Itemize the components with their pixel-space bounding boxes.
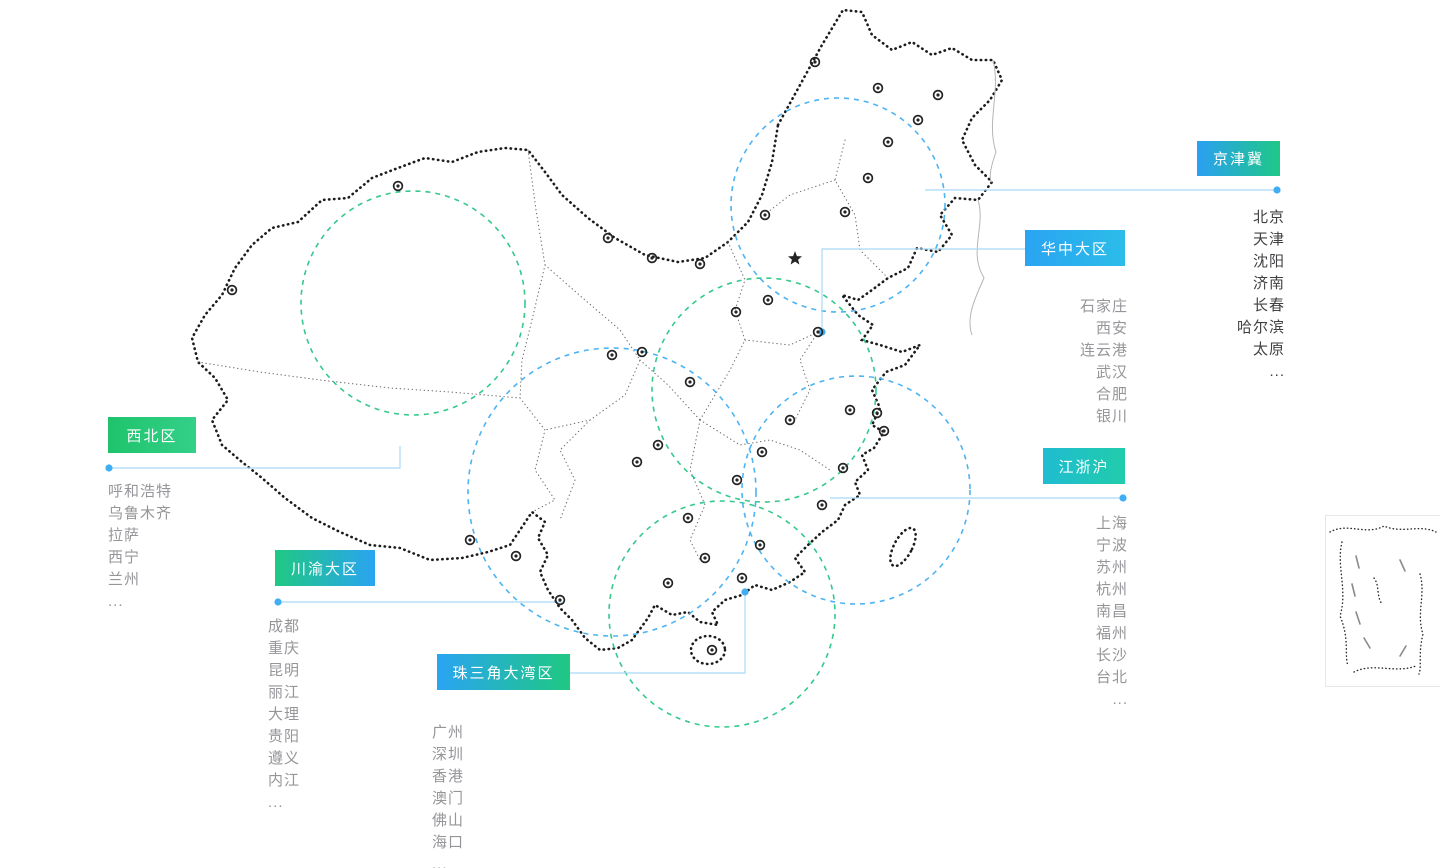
city-item: 上海 xyxy=(1095,515,1128,532)
city-item: 苏州 xyxy=(1095,559,1128,576)
city-item: 重庆 xyxy=(268,640,301,657)
city-item: 福州 xyxy=(1095,625,1128,642)
city-item: 北京 xyxy=(1252,209,1285,226)
city-item: 哈尔滨 xyxy=(1236,319,1285,336)
city-list-zhusanjiao: 广州深圳香港澳门佛山海口... xyxy=(432,722,464,868)
south-china-sea-inset xyxy=(1325,515,1440,687)
city-item: ... xyxy=(108,593,124,610)
city-item: 银川 xyxy=(1095,408,1128,425)
city-item: 拉萨 xyxy=(108,527,141,544)
city-item: 武汉 xyxy=(1095,364,1128,381)
city-item: 澳门 xyxy=(432,790,465,807)
city-item: 佛山 xyxy=(432,812,465,829)
region-label-huazhong: 华中大区 xyxy=(1025,230,1125,266)
region-label-jingjinji: 京津冀 xyxy=(1197,141,1280,176)
region-circles xyxy=(300,97,971,728)
city-item: ... xyxy=(1269,363,1285,380)
city-item: 石家庄 xyxy=(1079,298,1128,315)
circle-chuanyu xyxy=(467,347,757,637)
circle-jiangzhehu xyxy=(741,375,971,605)
city-item: 宁波 xyxy=(1095,537,1128,554)
taiwan-island xyxy=(889,526,917,568)
city-item: 兰州 xyxy=(108,571,141,588)
city-item: 杭州 xyxy=(1095,581,1128,598)
connector-dots xyxy=(105,186,1281,606)
city-item: 西安 xyxy=(1095,320,1128,337)
circle-zhusanjiao xyxy=(608,500,836,728)
capital-star-icon xyxy=(788,251,802,265)
province-borders xyxy=(197,139,889,561)
city-item: 乌鲁木齐 xyxy=(108,505,173,522)
connector-xibei xyxy=(109,446,401,469)
city-list-huazhong: 石家庄西安连云港武汉合肥银川 xyxy=(1080,296,1128,428)
city-item: 呼和浩特 xyxy=(108,483,173,500)
city-item: 南昌 xyxy=(1095,603,1128,620)
city-item: 大理 xyxy=(268,706,301,723)
region-label-zhusanjiao: 珠三角大湾区 xyxy=(437,654,570,690)
city-item: 西宁 xyxy=(108,549,141,566)
city-item: 广州 xyxy=(432,724,465,741)
city-markers xyxy=(226,56,944,656)
city-item: 连云港 xyxy=(1079,342,1128,359)
city-list-jiangzhehu: 上海宁波苏州杭州南昌福州长沙台北... xyxy=(1096,513,1128,711)
border-rivers xyxy=(969,59,997,336)
city-item: 香港 xyxy=(432,768,465,785)
city-item: ... xyxy=(268,794,284,811)
circle-xibei xyxy=(300,190,526,416)
region-label-xibei: 西北区 xyxy=(108,417,196,453)
connector-zhusanjiao xyxy=(570,594,746,674)
city-item: 合肥 xyxy=(1095,386,1128,403)
city-item: 济南 xyxy=(1252,275,1285,292)
region-label-jiangzhehu: 江浙沪 xyxy=(1043,448,1125,484)
city-item: 沈阳 xyxy=(1252,253,1285,270)
hainan-island xyxy=(689,634,727,666)
city-item: 天津 xyxy=(1252,231,1285,248)
connectors xyxy=(109,189,1277,674)
city-item: 成都 xyxy=(268,618,301,635)
city-list-jingjinji: 北京天津沈阳济南长春哈尔滨太原... xyxy=(1237,207,1285,383)
city-item: 贵阳 xyxy=(268,728,301,745)
connector-huazhong xyxy=(821,248,1025,330)
city-list-chuanyu: 成都重庆昆明丽江大理贵阳遵义内江... xyxy=(268,616,300,814)
city-item: 深圳 xyxy=(432,746,465,763)
city-item: 太原 xyxy=(1252,341,1285,358)
circle-huazhong xyxy=(651,277,877,503)
city-item: 海口 xyxy=(432,834,465,851)
city-item: ... xyxy=(432,856,448,868)
city-item: 长沙 xyxy=(1095,647,1128,664)
inset-map xyxy=(1329,525,1437,675)
city-item: 昆明 xyxy=(268,662,301,679)
city-item: 台北 xyxy=(1095,669,1128,686)
city-list-xibei: 呼和浩特乌鲁木齐拉萨西宁兰州... xyxy=(108,481,172,613)
china-mainland-outline xyxy=(190,8,1004,666)
city-item: 内江 xyxy=(268,772,301,789)
city-item: 丽江 xyxy=(268,684,301,701)
city-item: ... xyxy=(1112,691,1128,708)
city-item: 遵义 xyxy=(268,750,301,767)
circle-jingjinji xyxy=(730,97,946,313)
region-label-chuanyu: 川渝大区 xyxy=(275,550,375,586)
city-item: 长春 xyxy=(1252,297,1285,314)
